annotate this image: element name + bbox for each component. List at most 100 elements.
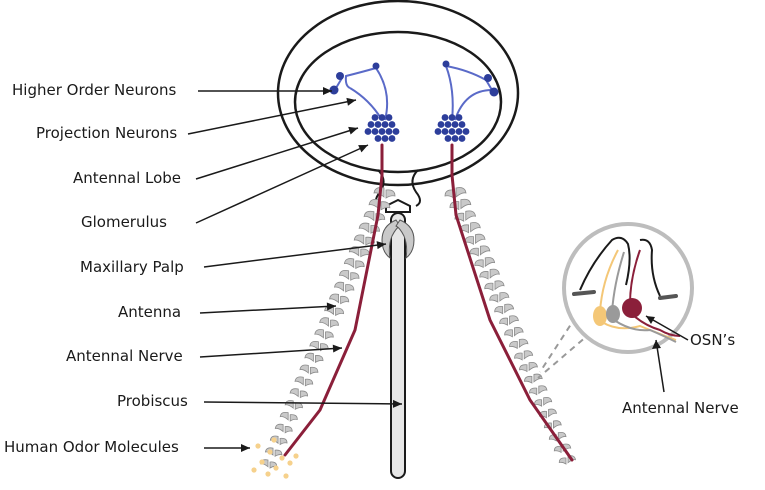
pointer-line [203,401,403,405]
glomerulus-dot [371,128,379,135]
maxillary-palps [381,219,415,260]
antenna-segment [319,317,329,327]
glomerulus-dot [441,128,449,135]
osn-inset [537,222,694,379]
pointer-line [199,347,343,358]
glomerulus-dot [371,114,379,121]
higher-order-neuron-left-path [344,67,377,89]
odor-molecule [265,471,271,477]
antenna-segment [350,272,360,281]
glomerulus-dot [381,121,389,128]
sensillum-outline-right [639,238,661,297]
inset-antennal-nerve-arrowhead [652,340,661,349]
glomerulus-dot [462,128,470,135]
glomerulus-dot [388,121,396,128]
pointer-arrowhead [332,344,342,353]
odor-molecule [271,437,277,443]
pointer-arrowhead [326,302,336,311]
antenna-segment [489,268,500,279]
label-antennal-nerve: Antennal Nerve [66,347,183,365]
pointer-arrowhead [358,145,368,153]
pointer-line [199,305,337,314]
label-human-odor-molecules: Human Odor Molecules [4,438,179,456]
glomerulus-dot [392,128,400,135]
label-glomerulus: Glomerulus [81,213,167,231]
antenna-segment [499,317,508,326]
antenna-segment [509,340,518,350]
antenna-segment [279,411,289,421]
osn-axon-red [633,315,681,337]
glomerulus-dot [385,114,393,121]
glomerulus-dot [437,121,445,128]
antenna-segment [465,210,477,221]
maxillary-palp-right [395,219,415,260]
glomerulus-dot [378,128,386,135]
antenna-segment [444,189,455,199]
sensillum-outline-left [579,236,631,291]
antenna-segment [518,338,529,349]
label-higher-order-neurons: Higher Order Neurons [12,81,177,99]
odor-molecule [251,467,257,473]
antenna-segment [330,319,339,328]
antenna-segment [557,431,567,441]
antenna-segment [514,327,524,337]
odor-molecule [283,473,289,479]
antenna-segment [368,198,380,210]
antenna-segment [360,248,370,258]
glomerulus-dot [451,121,459,128]
antenna-right [444,187,576,465]
label-antennal-lobe: Antennal Lobe [73,169,181,187]
antenna-segment [335,307,344,317]
pointer-arrowhead [346,97,356,106]
antenna-segment [329,293,340,304]
proboscis-shaft [390,212,406,479]
glomeruli-left [364,114,400,142]
glomerulus-dot [448,128,456,135]
antenna-segment [358,222,370,234]
antenna-segment [524,375,533,384]
label-projection-neurons: Projection Neurons [36,124,177,142]
glomerulus-dot [455,114,463,121]
cuticle-left [572,290,596,296]
antennal-nerve-right [450,143,574,462]
osn-arrowhead [646,316,655,324]
antenna-segment [528,362,538,372]
antenna-segment [289,414,298,422]
antenna-segment [548,408,557,418]
glomerulus-dot [441,114,449,121]
osn-soma-red [622,298,642,318]
glomerulus-dot [444,135,452,142]
antenna-segment [509,315,519,325]
inset-antennal-nerve-label: Antennal Nerve [622,399,739,417]
head [276,0,520,207]
glomerulus-dot [385,128,393,135]
neurons-right [434,60,499,142]
pointer-line [195,144,369,224]
human-odor-molecules [251,437,299,479]
odor-molecule [279,455,285,461]
antenna-segment [294,402,303,411]
antenna-segment [519,364,528,373]
antenna-segment [484,257,496,268]
antenna-segment [314,355,324,364]
glomerulus-dot [434,128,442,135]
antenna-segment [299,364,309,374]
antenna-segment [284,400,294,409]
antenna-segment [538,410,547,419]
higher-order-neuron-left-soma-1 [336,72,344,80]
glomeruli-right [434,114,470,142]
glomerulus-dot [388,135,396,142]
projection-neuron-left-2 [375,67,389,121]
antenna-segment [289,388,299,398]
antenna-segment [523,350,534,360]
higher-order-neuron-right-soma-1 [442,60,450,68]
antenna-segment [309,340,319,351]
antenna-segment [380,201,391,211]
antenna-segment [455,187,467,198]
glomerulus-dot [381,135,389,142]
antenna-segment [309,366,319,375]
proboscis [385,198,411,479]
antenna-segment [552,420,562,429]
antenna-segment [499,292,510,302]
